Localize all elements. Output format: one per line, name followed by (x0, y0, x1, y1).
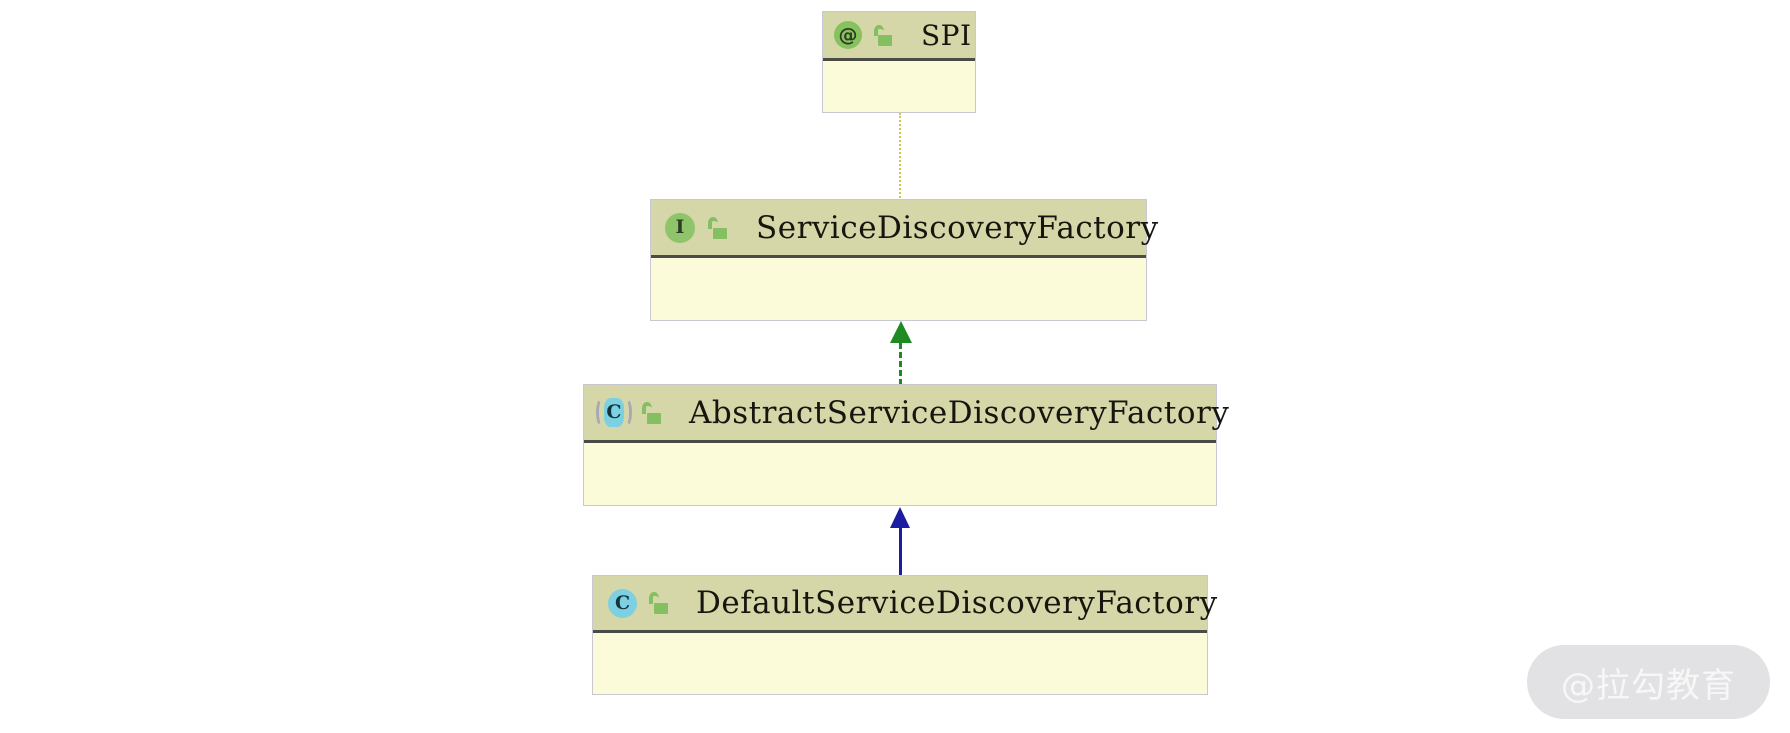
uml-title-service-discovery-factory: ServiceDiscoveryFactory (756, 209, 1159, 246)
annotation-at-icon: @ (834, 21, 862, 49)
uml-class-box-abstract-service-discovery-factory[interactable]: C AbstractServiceDiscoveryFactory (583, 384, 1229, 506)
connector-generalization-line (899, 528, 902, 576)
open-padlock-icon (648, 591, 670, 615)
uml-members-service-discovery-factory (651, 258, 1146, 319)
uml-header-spi: @ SPI (823, 12, 975, 61)
uml-class-box-spi[interactable]: @ SPI (822, 11, 976, 113)
connector-realization-arrowhead (890, 321, 912, 343)
uml-class-box-service-discovery-factory[interactable]: I ServiceDiscoveryFactory (650, 199, 1158, 321)
uml-members-spi (823, 61, 975, 111)
uml-members-default-service-discovery-factory (593, 633, 1207, 693)
connector-generalization-arrowhead (890, 507, 910, 528)
uml-title-default-service-discovery-factory: DefaultServiceDiscoveryFactory (696, 585, 1218, 621)
open-padlock-icon (873, 24, 894, 47)
abstract-class-icon: C (596, 397, 632, 429)
uml-title-spi: SPI (921, 18, 972, 52)
uml-header-service-discovery-factory: I ServiceDiscoveryFactory (651, 200, 1158, 258)
uml-title-abstract-service-discovery-factory: AbstractServiceDiscoveryFactory (689, 394, 1230, 431)
uml-class-box-default-service-discovery-factory[interactable]: C DefaultServiceDiscoveryFactory (592, 575, 1217, 695)
open-padlock-icon (707, 216, 729, 240)
connector-annotated-by (899, 113, 901, 198)
class-icon: C (608, 588, 637, 618)
interface-icon: I (665, 212, 695, 243)
connector-realization-line (899, 343, 902, 385)
uml-members-abstract-service-discovery-factory (584, 443, 1216, 504)
watermark: @拉勾教育 (1527, 645, 1770, 719)
open-padlock-icon (641, 401, 663, 425)
uml-header-abstract-service-discovery-factory: C AbstractServiceDiscoveryFactory (584, 385, 1229, 443)
uml-header-default-service-discovery-factory: C DefaultServiceDiscoveryFactory (593, 576, 1217, 633)
